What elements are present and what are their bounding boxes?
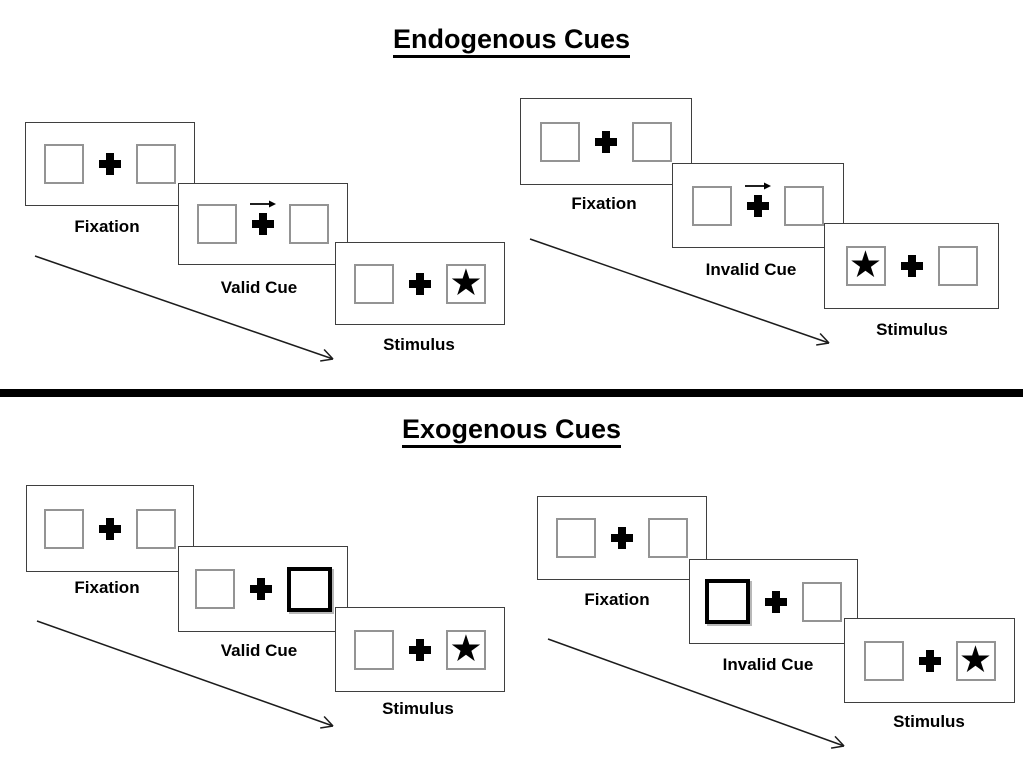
right-arrow-cue-icon — [250, 200, 276, 208]
right-box — [136, 508, 176, 549]
screen-content — [197, 200, 329, 244]
left-box-highlighted-cue — [705, 579, 750, 624]
invalid-cue-label: Invalid Cue — [722, 655, 814, 674]
trial-timeline-arrow — [529, 238, 830, 346]
invalid-cue-label: Invalid Cue — [705, 260, 797, 279]
fixation-cross-icon — [611, 527, 633, 549]
exogenous-section-title: Exogenous Cues — [0, 414, 1023, 448]
fixation-screen — [25, 122, 195, 206]
fixation-cross-icon — [409, 272, 431, 295]
fixation-cross-icon — [765, 590, 787, 613]
trial-timeline-arrow — [34, 255, 334, 362]
stimulus-label: Stimulus — [383, 335, 455, 354]
screen-content — [540, 121, 672, 162]
left-box — [863, 640, 904, 681]
stimulus-label: Stimulus — [382, 699, 454, 718]
stimulus-screen: ★ — [824, 223, 999, 309]
fixation-cross-icon — [745, 182, 771, 217]
trial-timeline-arrow — [547, 638, 845, 749]
stimulus-screen: ★ — [844, 618, 1015, 703]
fixation-cross-icon — [595, 130, 617, 153]
left-box — [540, 121, 580, 162]
fixation-screen — [537, 496, 707, 580]
star-target-icon: ★ — [449, 260, 483, 304]
stimulus-label: Stimulus — [876, 320, 948, 339]
screen-content: ★ — [354, 626, 486, 670]
left-box — [556, 518, 596, 558]
screen-content — [692, 182, 824, 226]
fixation-label: Fixation — [571, 194, 637, 213]
fixation-cross-icon — [249, 578, 272, 600]
screen-content: ★ — [863, 637, 996, 681]
fixation-label: Fixation — [74, 578, 140, 597]
left-box — [354, 629, 394, 670]
right-box-highlighted-cue — [286, 566, 332, 612]
left-box-with-target: ★ — [845, 243, 886, 286]
right-box — [289, 204, 329, 244]
invalid-cue-screen — [672, 163, 844, 248]
valid-cue-label: Valid Cue — [220, 641, 298, 660]
star-target-icon: ★ — [958, 637, 993, 681]
fixation-screen — [26, 485, 194, 572]
left-box — [354, 263, 394, 304]
fixation-cross-icon — [99, 153, 121, 175]
left-box — [194, 569, 235, 609]
fixation-screen — [520, 98, 692, 185]
right-box — [784, 185, 824, 226]
valid-cue-screen — [178, 183, 348, 265]
star-target-icon: ★ — [848, 243, 883, 286]
screen-content — [44, 508, 176, 549]
endogenous-title-text: Endogenous Cues — [392, 24, 630, 58]
fixation-label: Fixation — [74, 217, 140, 236]
left-box — [197, 204, 237, 244]
left-box — [44, 144, 84, 184]
trial-timeline-arrow — [36, 620, 334, 729]
screen-content: ★ — [354, 260, 486, 304]
stimulus-screen: ★ — [335, 242, 505, 325]
right-box — [802, 581, 842, 622]
left-box — [44, 508, 84, 549]
right-box-with-target: ★ — [446, 260, 486, 304]
right-box-with-target: ★ — [955, 637, 996, 681]
endogenous-section-title: Endogenous Cues — [0, 24, 1023, 58]
right-box — [937, 246, 978, 286]
valid-cue-label: Valid Cue — [220, 278, 298, 297]
screen-content — [705, 579, 842, 624]
right-arrow-cue-icon — [745, 182, 771, 189]
fixation-cross-icon — [900, 255, 923, 277]
right-box — [632, 121, 672, 162]
section-divider — [0, 389, 1023, 397]
right-box — [136, 144, 176, 184]
fixation-cross-icon — [99, 517, 121, 540]
invalid-cue-screen — [689, 559, 858, 644]
stimulus-screen: ★ — [335, 607, 505, 692]
screen-content — [556, 518, 688, 558]
valid-cue-screen — [178, 546, 348, 632]
right-box-with-target: ★ — [446, 626, 486, 670]
screen-content — [194, 566, 332, 612]
screen-content — [44, 144, 176, 184]
right-box — [648, 518, 688, 558]
fixation-label: Fixation — [584, 590, 650, 609]
stimulus-label: Stimulus — [893, 712, 965, 731]
star-target-icon: ★ — [449, 626, 483, 670]
screen-content: ★ — [845, 243, 978, 286]
left-box — [692, 185, 732, 226]
exogenous-title-text: Exogenous Cues — [401, 414, 622, 448]
fixation-cross-icon — [250, 200, 276, 235]
fixation-cross-icon — [409, 638, 431, 661]
fixation-cross-icon — [918, 649, 941, 672]
